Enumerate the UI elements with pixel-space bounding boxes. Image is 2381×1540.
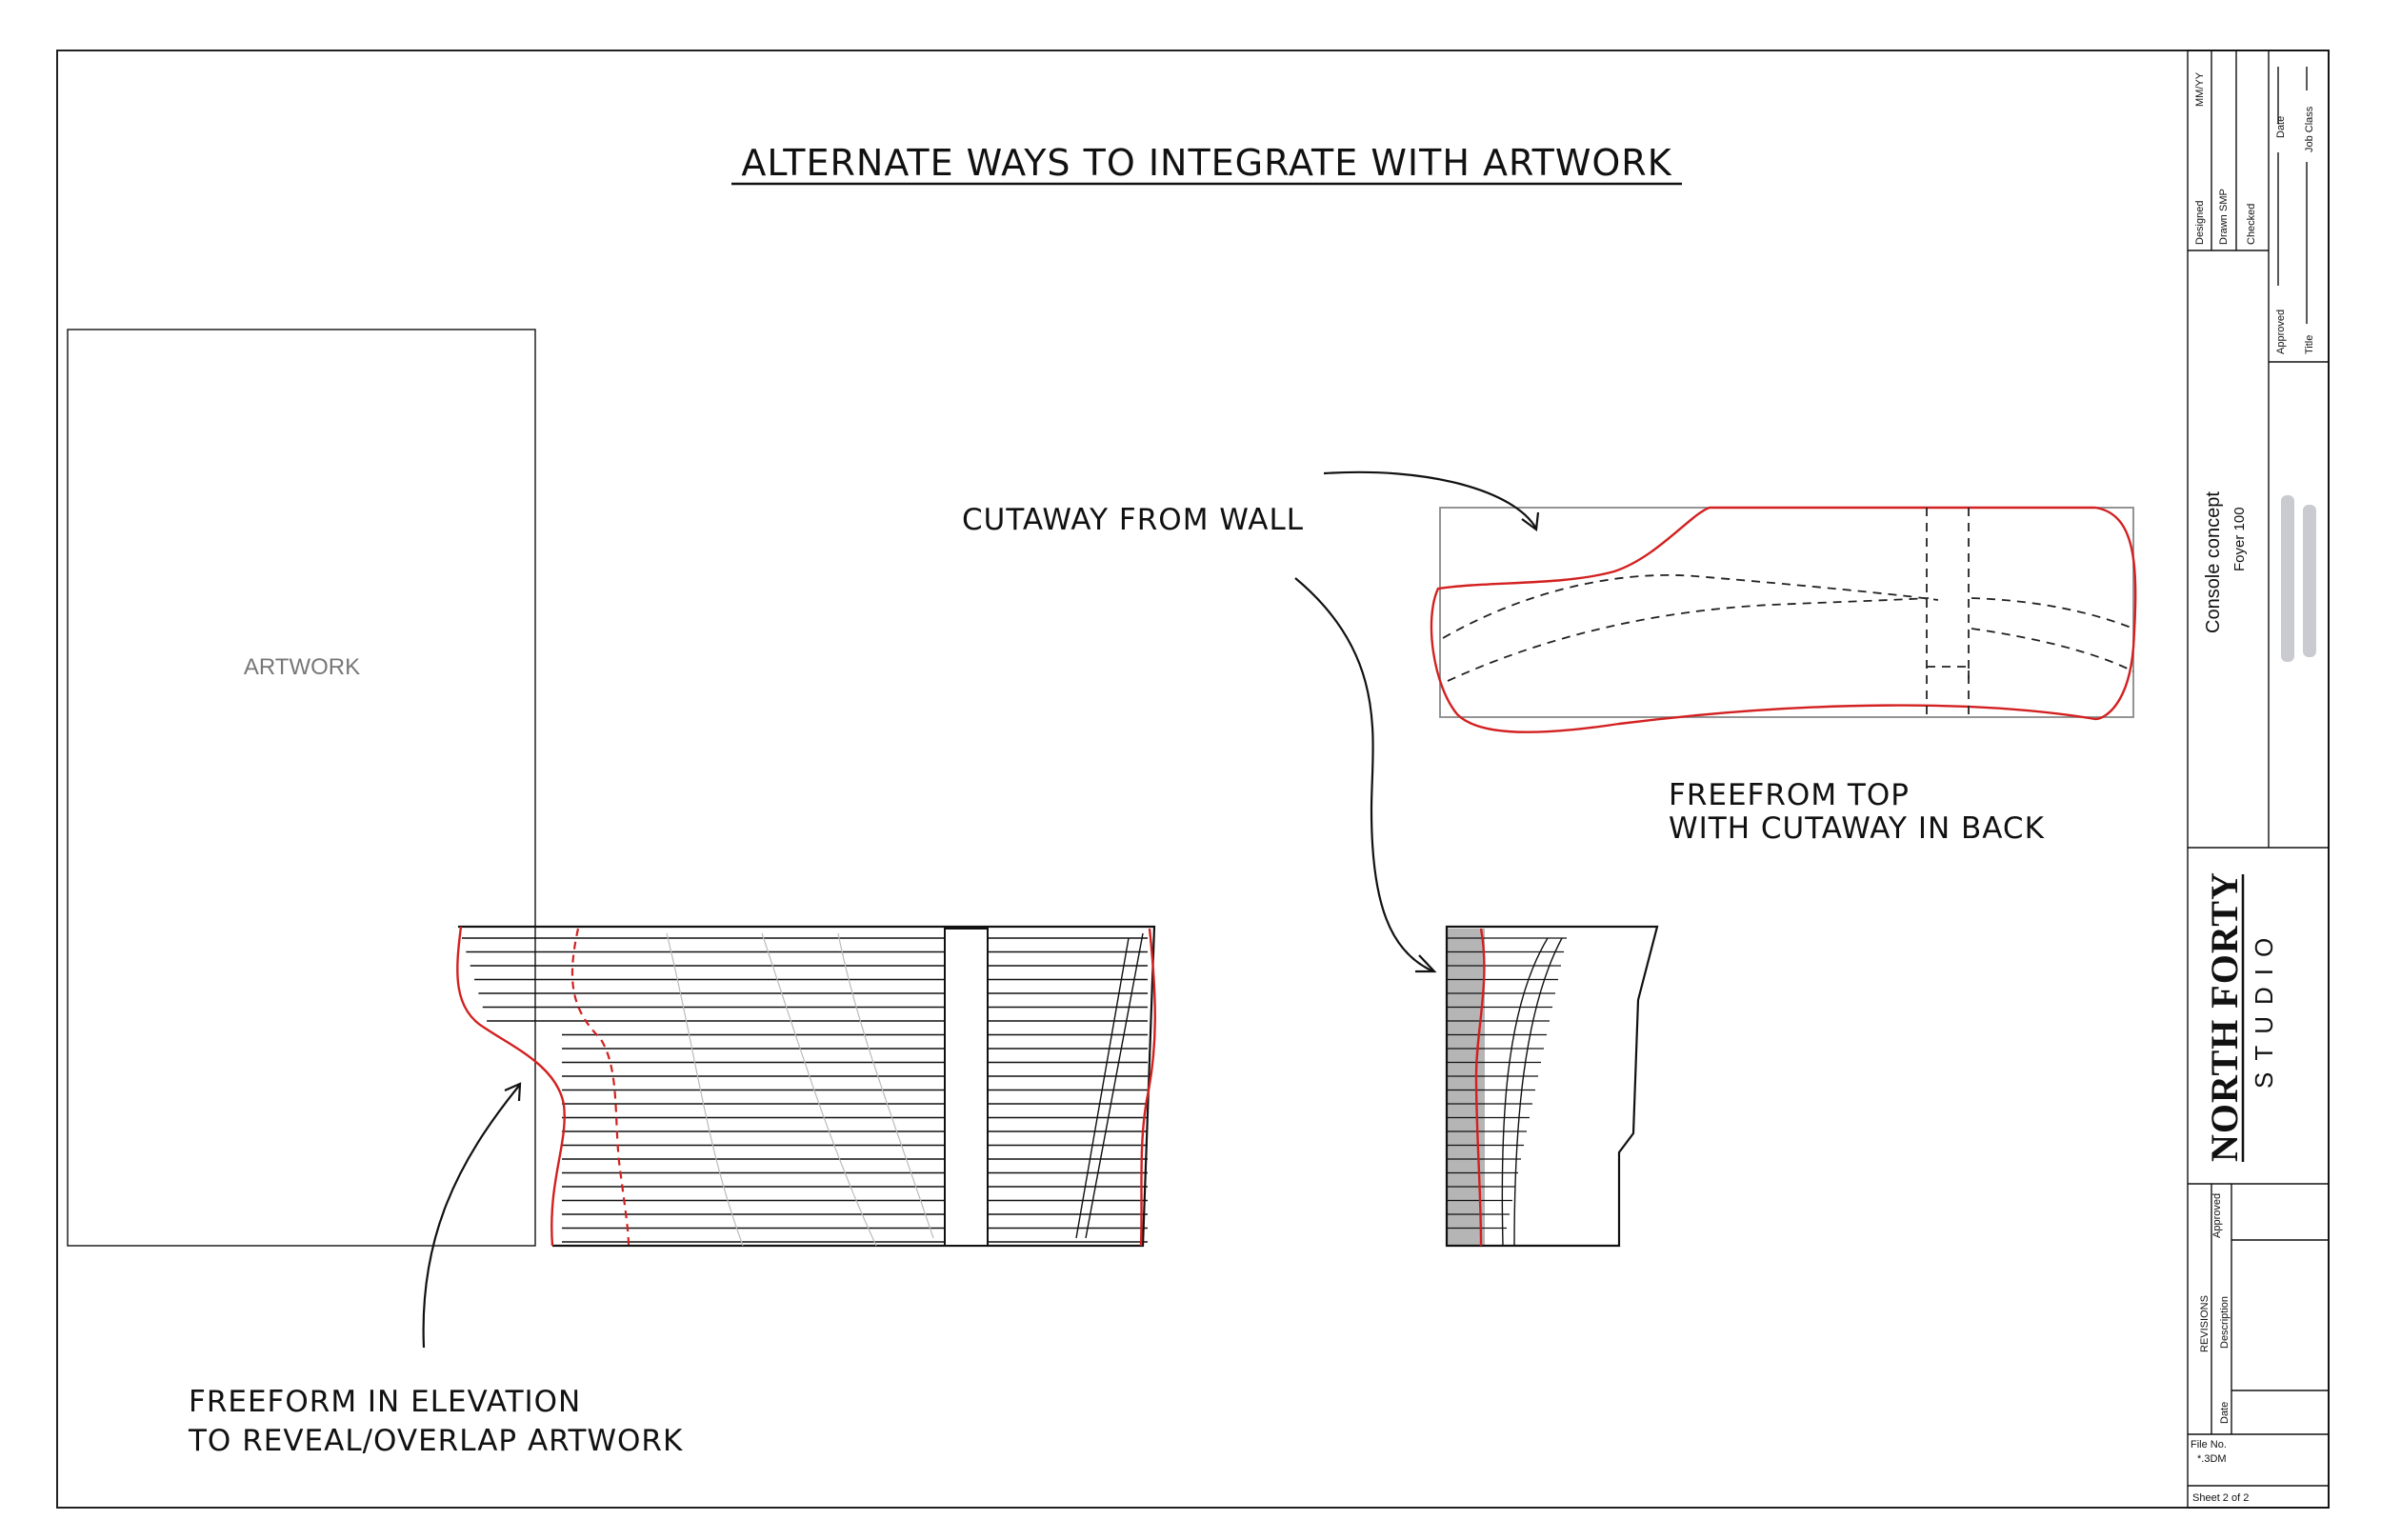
annotation-elev-line1: FREEFORM IN ELEVATION bbox=[189, 1385, 581, 1419]
artwork-label: ARTWORK bbox=[244, 654, 360, 680]
arrow-cutaway-to-plan bbox=[1323, 470, 1537, 530]
plan-dashed-curve bbox=[1447, 597, 1930, 682]
checked-label: Checked bbox=[2246, 204, 2257, 245]
annotation-cutaway: CUTAWAY FROM WALL bbox=[962, 503, 1304, 537]
section-outline bbox=[1445, 925, 1659, 1248]
elevation-view bbox=[456, 925, 1156, 1248]
job-class-label: Job Class bbox=[2304, 106, 2315, 152]
brand-name: NORTH FORTY bbox=[2203, 871, 2246, 1162]
plan-dashed-notch bbox=[1927, 666, 1970, 686]
annotation-top-line2: WITH CUTAWAY IN BACK bbox=[1669, 811, 2045, 846]
plan-dashed-curve bbox=[1971, 628, 2134, 672]
drawing-title: ALTERNATE WAYS TO INTEGRATE WITH ARTWORK bbox=[741, 142, 1671, 184]
drawn-value: SMP bbox=[2218, 189, 2230, 211]
elevation-gap bbox=[944, 928, 989, 1247]
brand-studio: STUDIO bbox=[2250, 927, 2278, 1089]
redacted-client-line bbox=[2281, 495, 2294, 662]
project-room: Foyer 100 bbox=[2231, 507, 2248, 571]
section-view bbox=[1445, 925, 1659, 1248]
elevation-layers bbox=[462, 937, 1148, 1243]
arrowhead bbox=[504, 1082, 522, 1102]
redacted-client-line bbox=[2303, 505, 2316, 657]
plan-view bbox=[1430, 506, 2137, 733]
contour-curve bbox=[761, 932, 877, 1247]
section-red-profile bbox=[1474, 928, 1486, 1247]
designed-label: Designed bbox=[2194, 201, 2206, 245]
title-block: Designed MM/YY Drawn SMP Checked Approve… bbox=[2187, 50, 2330, 1509]
contour-curve bbox=[837, 932, 934, 1239]
arrow-cutaway-to-section bbox=[1294, 577, 1434, 973]
elevation-red-profile bbox=[456, 926, 566, 1247]
rev-date-label: Date bbox=[2219, 1402, 2231, 1424]
elevation-outline bbox=[458, 925, 1156, 1248]
section-inner-line bbox=[1501, 937, 1549, 1247]
revisions-label: REVISIONS bbox=[2199, 1295, 2211, 1352]
designed-date: MM/YY bbox=[2194, 71, 2206, 107]
arrowhead bbox=[1521, 511, 1540, 532]
sheet-number: Sheet 2 of 2 bbox=[2192, 1492, 2249, 1504]
file-no-label: File No. bbox=[2191, 1439, 2227, 1450]
project-name: Console concept bbox=[2203, 491, 2224, 633]
approved-rev-label: Approved bbox=[2211, 1193, 2223, 1238]
annotation-elev-line2: TO REVEAL/OVERLAP ARTWORK bbox=[188, 1424, 683, 1458]
annotation-top-line1: FREEFROM TOP bbox=[1669, 778, 1910, 812]
section-shaded-band bbox=[1447, 929, 1485, 1246]
title-block-frame bbox=[2187, 50, 2330, 1509]
file-no-value: *.3DM bbox=[2197, 1453, 2227, 1465]
title-label: Title bbox=[2304, 335, 2315, 354]
artwork-frame bbox=[67, 329, 536, 1247]
elevation-red-dashed bbox=[570, 928, 630, 1247]
drawn-label: Drawn bbox=[2218, 214, 2230, 245]
plan-bounding-rect bbox=[1439, 507, 2134, 718]
contour-curve bbox=[666, 932, 744, 1247]
taper-line bbox=[1075, 937, 1130, 1239]
section-inner-line bbox=[1513, 937, 1563, 1247]
date-label: Date bbox=[2275, 116, 2287, 138]
plan-dashed-curve bbox=[1971, 597, 2134, 630]
approved-label: Approved bbox=[2275, 310, 2287, 354]
arrow-elevation-to-artwork bbox=[422, 1085, 520, 1349]
plan-dashed-curve bbox=[1442, 574, 1939, 639]
plan-red-outline bbox=[1430, 506, 2137, 733]
arrowhead bbox=[1415, 954, 1437, 973]
taper-line bbox=[1085, 932, 1144, 1239]
elevation-red-right bbox=[1139, 928, 1156, 1247]
description-label: Description bbox=[2219, 1296, 2231, 1349]
sheet-border bbox=[56, 50, 2330, 1509]
